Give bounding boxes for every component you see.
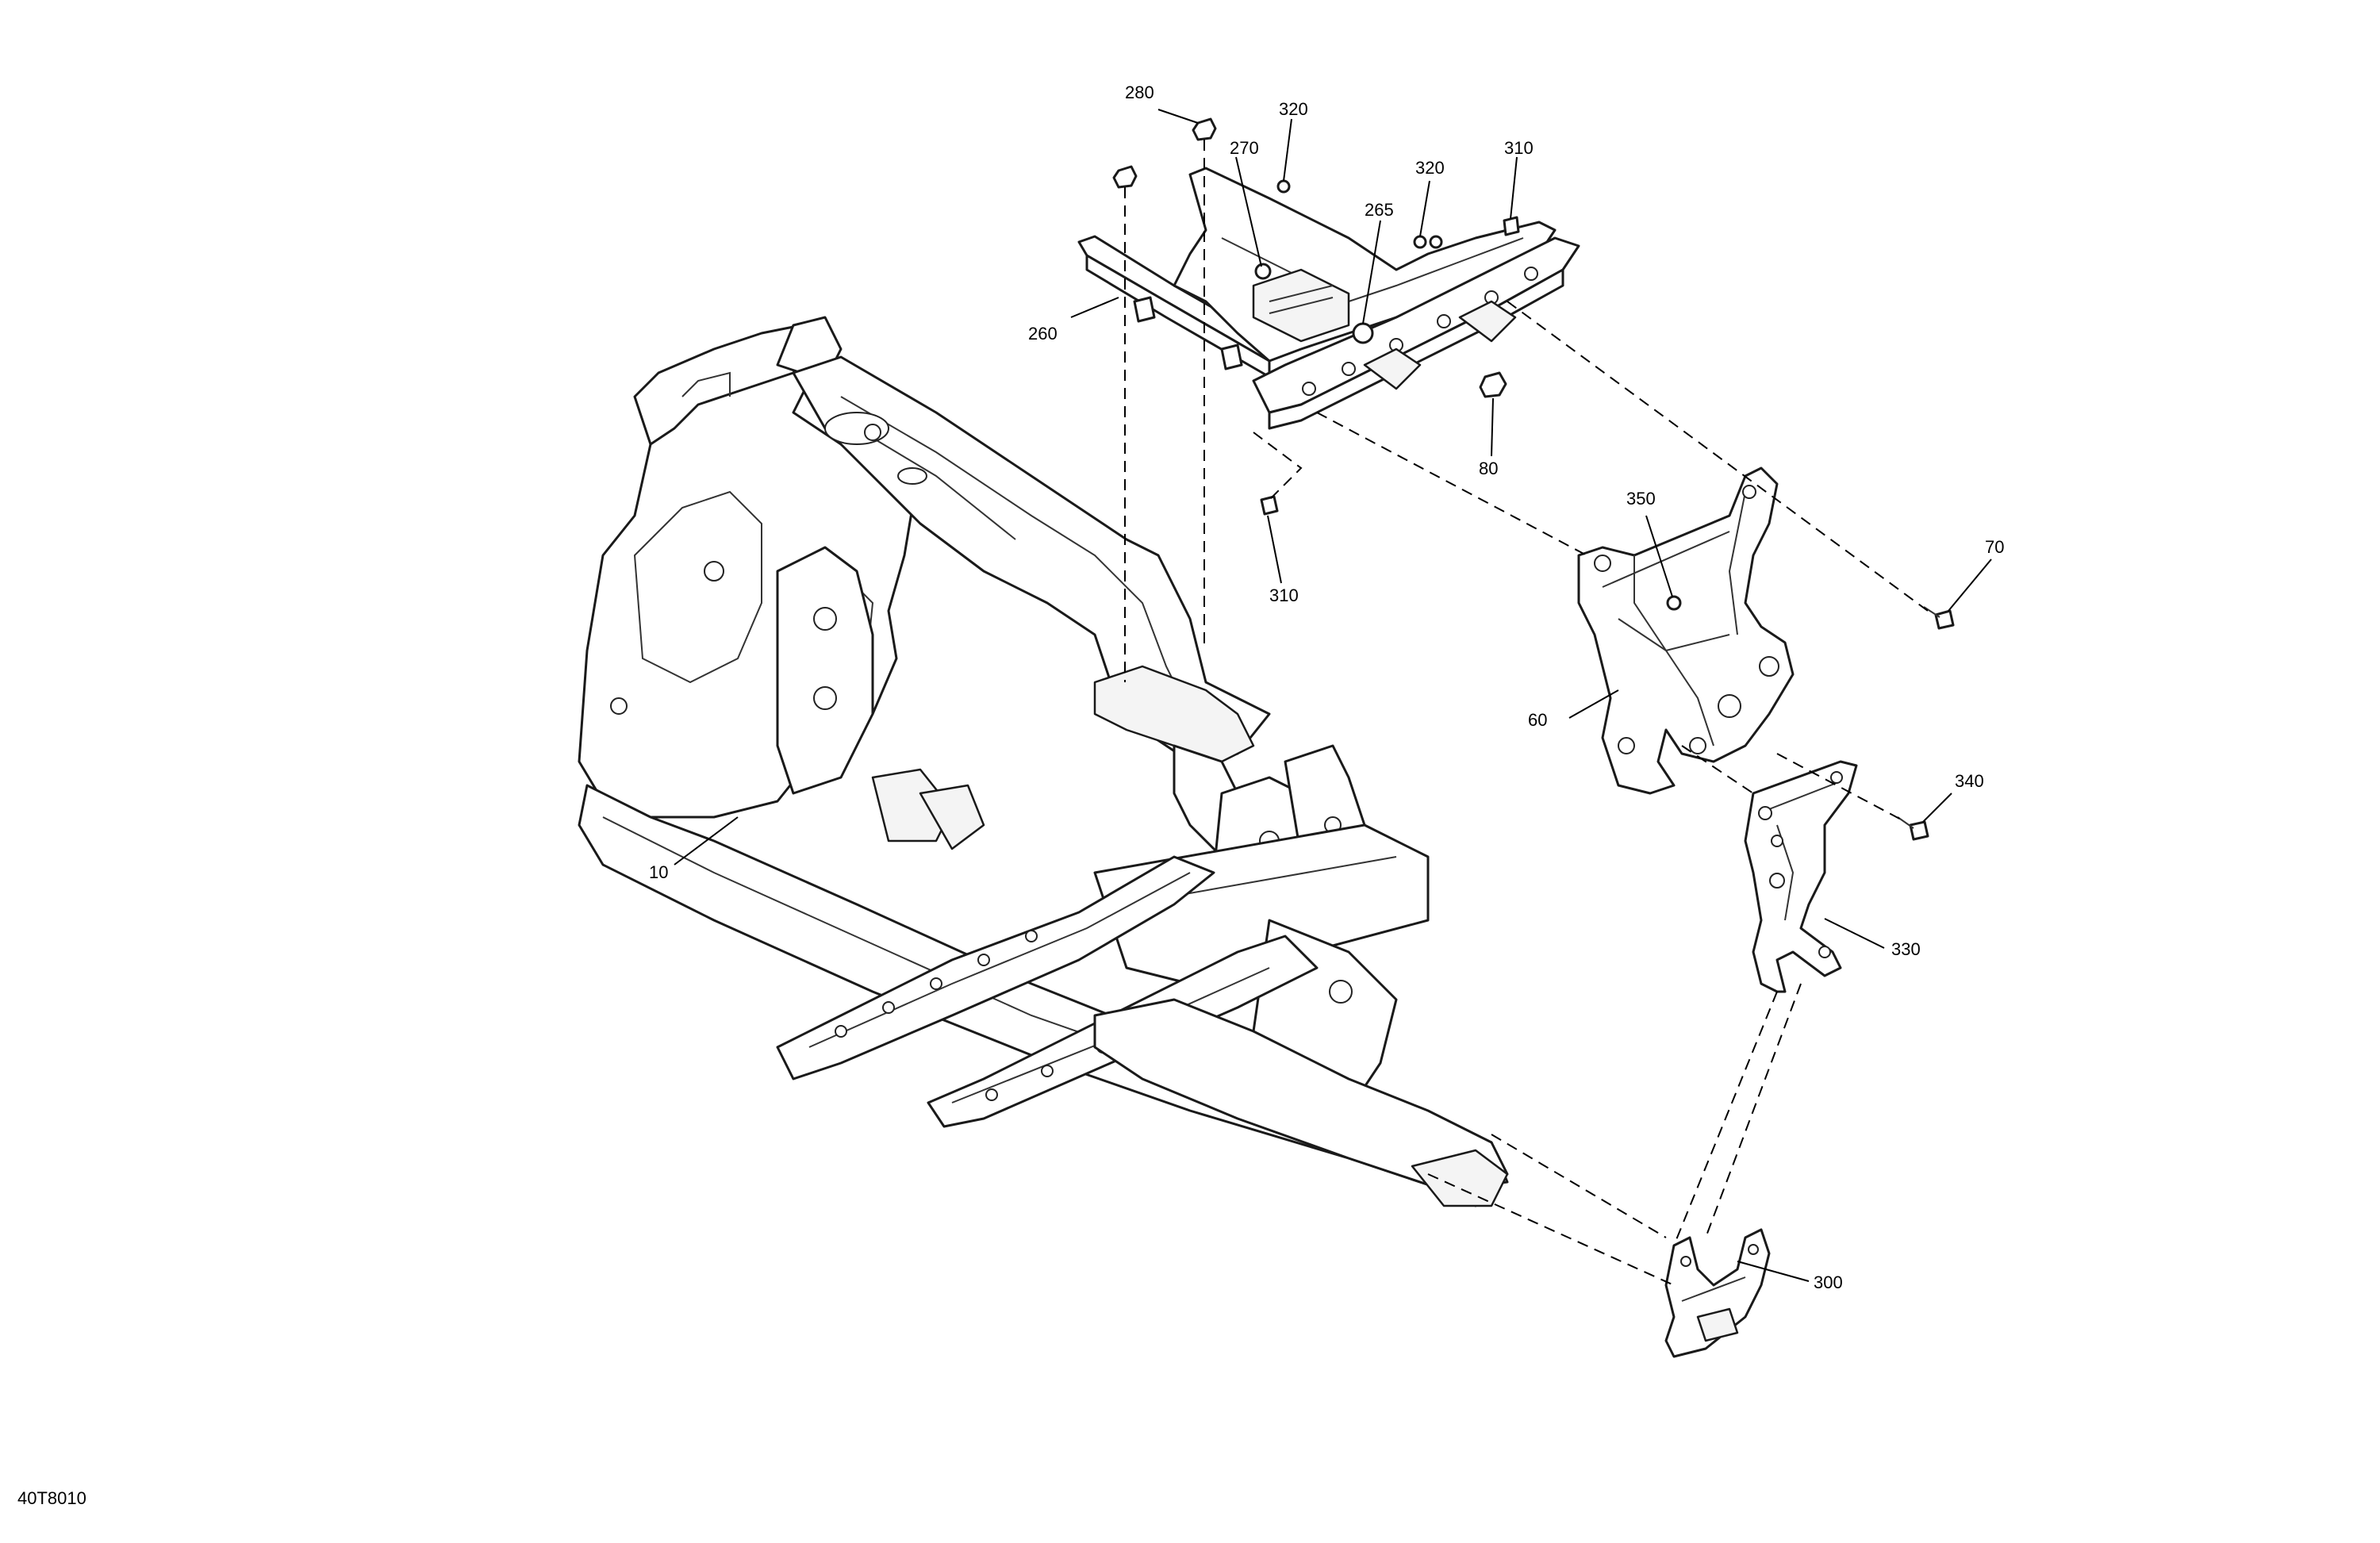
- callout-260: 260: [1028, 324, 1058, 344]
- skid-bracket: [1664, 1228, 1771, 1358]
- callout-280: 280: [1125, 83, 1154, 102]
- callout-350: 350: [1626, 489, 1656, 509]
- main-frame: [578, 316, 1509, 1207]
- callout-300: 300: [1814, 1272, 1843, 1292]
- right-mount-bracket: [1577, 466, 1795, 795]
- leader-lines: [674, 109, 1992, 1282]
- callout-labels: 280 320 270 320 310 265 260 80 350 70 31…: [17, 83, 2004, 1508]
- callout-320: 320: [1279, 99, 1308, 119]
- callout-80: 80: [1479, 459, 1498, 478]
- drawing-reference-code: 40T8010: [17, 1488, 86, 1508]
- callout-310: 310: [1504, 138, 1534, 158]
- callout-310: 310: [1269, 585, 1299, 605]
- fasteners: [1112, 117, 1955, 841]
- rear-cross-member: [1077, 167, 1580, 430]
- callout-320: 320: [1415, 158, 1445, 178]
- callout-70: 70: [1985, 537, 2004, 557]
- callout-340: 340: [1955, 771, 1984, 791]
- side-plate: [1744, 760, 1858, 993]
- callout-330: 330: [1891, 939, 1921, 959]
- callout-270: 270: [1230, 138, 1259, 158]
- callout-265: 265: [1365, 200, 1394, 220]
- callout-60: 60: [1528, 710, 1547, 730]
- callout-10: 10: [649, 862, 668, 882]
- assembly-lines: [1124, 140, 1929, 1286]
